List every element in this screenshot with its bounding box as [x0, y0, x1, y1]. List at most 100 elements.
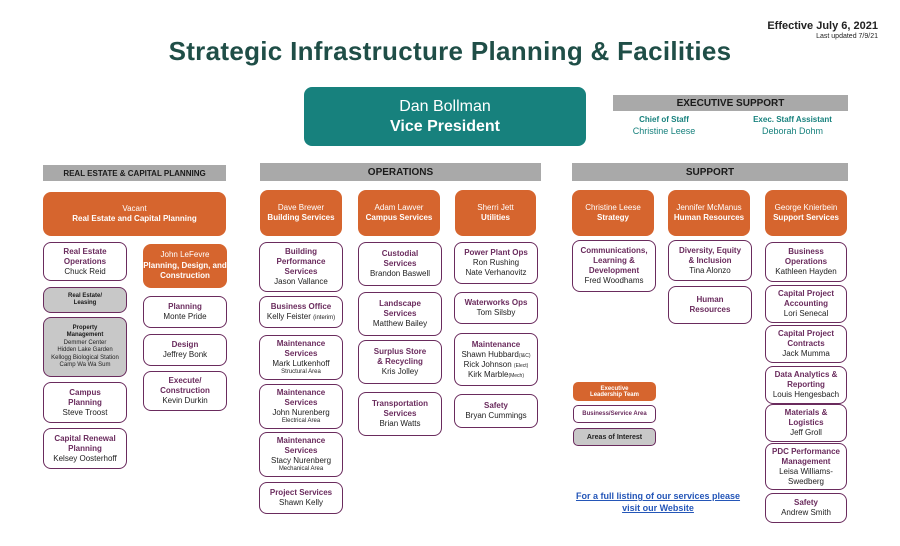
unit-title: Services — [284, 445, 318, 455]
unit-title: Logistics — [788, 418, 824, 427]
unit-note: (I&C) — [518, 352, 531, 359]
unit-person: John Nurenberg — [272, 407, 330, 417]
unit-title: Services — [284, 397, 318, 407]
unit-title: Waterworks Ops — [464, 298, 528, 307]
unit-person: Jeff Groll — [790, 428, 822, 437]
unit-area: Mechanical Area — [278, 465, 324, 472]
unit-person: Kevin Durkin — [162, 396, 208, 405]
unit-person: Leisa Williams- — [779, 466, 833, 476]
maintenance-electrical: Maintenance Services John Nurenberg Elec… — [259, 384, 343, 429]
page-title: Strategic Infrastructure Planning & Faci… — [168, 36, 732, 66]
unit-area: Structural Area — [281, 368, 321, 375]
unit-title: & Recycling — [377, 357, 423, 366]
unit-title: Building — [285, 247, 317, 256]
pdc-performance-management: PDC Performance Management Leisa William… — [765, 443, 847, 490]
unit-person: Jason Vallance — [274, 277, 328, 286]
diversity-equity-inclusion: Diversity, Equity & Inclusion Tina Alonz… — [668, 240, 752, 281]
unit-person: Ron Rushing — [472, 258, 520, 267]
chief-of-staff: Chief of Staff Christine Leese — [612, 115, 716, 136]
data-analytics-reporting: Data Analytics & Reporting Louis Hengesb… — [765, 366, 847, 404]
unit-title: Management — [781, 456, 831, 466]
unit-person: Brian Watts — [379, 419, 421, 428]
communications-learning-development: Communications, Learning & Development F… — [572, 240, 656, 292]
unit-title: Transportation — [371, 399, 428, 408]
services-website-link[interactable]: For a full listing of our services pleas… — [565, 491, 751, 514]
landscape-services: Landscape Services Matthew Bailey — [358, 292, 442, 336]
legend-areas-of-interest: Areas of Interest — [573, 428, 656, 446]
transportation-services: Transportation Services Brian Watts — [358, 392, 442, 436]
section-support: SUPPORT — [572, 163, 848, 181]
unit-title: Services — [284, 267, 318, 276]
unit-title: Campus — [69, 387, 101, 397]
unit-title: Operations — [784, 257, 828, 266]
unit-person: Kirk Marble — [467, 369, 509, 379]
unit-person: Swedberg — [787, 476, 825, 486]
unit-person: Mark Lutkenhoff — [272, 358, 330, 368]
lead-title: Building Services — [267, 213, 335, 222]
unit-person: Nate Verhanovitz — [465, 268, 527, 277]
unit-title: & Inclusion — [688, 255, 732, 265]
capital-project-accounting: Capital Project Accounting Lori Senecal — [765, 285, 847, 323]
unit-person: Lori Senecal — [783, 309, 829, 318]
unit-person: Andrew Smith — [781, 508, 831, 517]
unit-title: Execute/ — [168, 376, 202, 385]
unit-person: Bryan Cummings — [465, 411, 527, 420]
lead-support-services: George Knierbein Support Services — [765, 190, 847, 236]
unit-title: Maintenance — [276, 338, 326, 348]
unit-person: Tina Alonzo — [689, 265, 731, 275]
power-plant-ops: Power Plant Ops Ron Rushing Nate Verhano… — [454, 242, 538, 284]
capital-project-contracts: Capital Project Contracts Jack Mumma — [765, 325, 847, 363]
legend-executive-leadership: Executive Leadership Team — [573, 382, 656, 401]
unit-person: Kathleen Hayden — [775, 267, 837, 276]
last-updated: Last updated 7/9/21 — [816, 33, 878, 40]
section-operations: OPERATIONS — [260, 163, 541, 181]
chief-of-staff-role: Chief of Staff — [639, 115, 689, 124]
legend-text: Leadership Team — [590, 391, 639, 398]
unit-person: Steve Troost — [62, 407, 108, 417]
unit-title: Real Estate — [63, 246, 107, 256]
unit-title: Planning — [68, 397, 102, 407]
unit-title: Design — [171, 340, 199, 349]
vp-name: Dan Bollman — [399, 97, 491, 115]
property-item: Demmer Center — [63, 339, 107, 346]
unit-person: Jeffrey Bonk — [162, 350, 208, 359]
lead-name: Jennifer McManus — [676, 202, 742, 212]
lead-planning-design-construction: John LeFevre Planning, Design, and Const… — [143, 244, 227, 288]
design: Design Jeffrey Bonk — [143, 334, 227, 366]
lead-title: Strategy — [596, 213, 629, 222]
unit-person: Kelsey Oosterhoff — [53, 453, 117, 463]
exec-assistant-role: Exec. Staff Assistant — [753, 115, 832, 124]
execute-construction: Execute/ Construction Kevin Durkin — [143, 371, 227, 411]
link-text[interactable]: For a full listing of our services pleas… — [575, 491, 741, 501]
unit-title: Maintenance — [276, 435, 326, 445]
unit-title: Services — [284, 348, 318, 358]
unit-title: Human — [696, 295, 724, 304]
unit-title: Property — [72, 324, 98, 331]
unit-title: Development — [588, 266, 640, 275]
planning: Planning Monte Pride — [143, 296, 227, 328]
unit-title: Communications, — [580, 246, 648, 255]
link-text[interactable]: visit our Website — [622, 502, 694, 513]
unit-person: Chuck Reid — [64, 266, 106, 276]
campus-planning: Campus Planning Steve Troost — [43, 382, 127, 423]
unit-title: Capital Renewal — [54, 433, 116, 443]
unit-person: Monte Pride — [163, 312, 207, 321]
unit-title: Planning — [68, 443, 102, 453]
lead-title: Support Services — [773, 213, 839, 222]
lead-name: Sherri Jett — [477, 202, 514, 212]
unit-note: (Mech) — [508, 372, 524, 379]
lead-strategy: Christine Leese Strategy — [572, 190, 654, 236]
unit-title: Safety — [793, 498, 818, 507]
effective-date: Effective July 6, 2021 — [767, 20, 878, 32]
lead-real-estate-capital-planning: Vacant Real Estate and Capital Planning — [43, 192, 226, 236]
lead-name: Dave Brewer — [277, 202, 325, 212]
lead-utilities: Sherri Jett Utilities — [455, 190, 536, 236]
lead-title: Real Estate and Capital Planning — [72, 214, 197, 223]
legend-text: Executive — [600, 385, 629, 392]
unit-person: Shawn Kelly — [278, 498, 324, 507]
unit-title: Accounting — [784, 299, 828, 308]
lead-campus-services: Adam Lawver Campus Services — [358, 190, 440, 236]
legend-business-service-area: Business/Service Area — [573, 405, 656, 423]
unit-title: Custodial — [381, 249, 419, 258]
lead-name: George Knierbein — [774, 202, 838, 212]
